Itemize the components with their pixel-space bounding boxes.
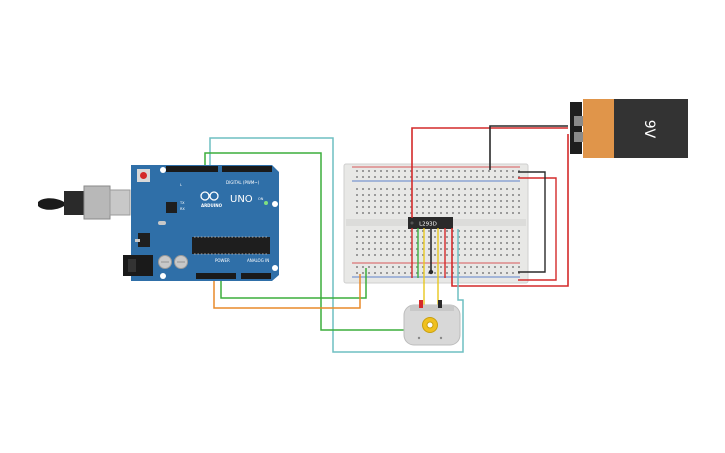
usb-connector [83,185,111,220]
breadboard-bottom-terminals [352,229,520,259]
atmega-chip [192,237,270,254]
wire-battery-positive-side[interactable] [451,134,569,287]
arduino-logo-text: ARDUINO [201,203,223,208]
wire-junction [428,269,434,275]
wire-green-power[interactable] [220,268,367,299]
power-jack[interactable] [123,255,153,276]
usb-plug [64,191,84,215]
usb-cable [38,198,64,210]
dc-motor[interactable] [403,300,461,346]
chip-label: L293D [419,222,437,228]
on-led [264,201,268,205]
arduino-uno[interactable]: DIGITAL (PWM~) TX RX L ON ARDUINO UNO [38,165,279,281]
battery-clip [570,102,582,154]
l293d-chip[interactable]: L293D [408,217,453,229]
wire-orange[interactable] [213,272,361,309]
on-label: ON [258,197,264,201]
digital-header-right [222,166,272,172]
crystal [158,221,166,225]
wire-rail-jumper-red[interactable] [518,177,557,281]
rx-label: RX [180,207,185,211]
tx-label: TX [179,201,185,205]
breadboard-top-rail [352,168,520,180]
battery-cap [583,99,614,158]
breadboard-top-terminals [352,186,520,216]
l-label: L [180,183,182,187]
digital-header-left [166,166,218,172]
arduino-logo: ARDUINO [200,191,223,208]
analog-label: ANALOG IN [247,258,269,263]
voltage-regulator [138,233,150,247]
wire-battery-positive-top[interactable] [411,127,568,218]
digital-header-label: DIGITAL (PWM~) [226,180,260,185]
wire-battery-negative[interactable] [489,125,568,170]
wire-rail-jumper-black[interactable] [518,171,546,273]
battery-body [614,99,688,158]
analog-header [241,273,271,279]
wire-green[interactable] [204,152,418,331]
wire-teal[interactable] [209,137,464,353]
power-label: POWER [215,258,230,263]
usb-chip [166,202,177,213]
power-header [196,273,236,279]
battery-9v[interactable]: 9V [570,99,688,158]
breadboard-bottom-rail [352,264,520,276]
battery-label: 9V [641,120,657,139]
uno-label: UNO [230,194,253,205]
